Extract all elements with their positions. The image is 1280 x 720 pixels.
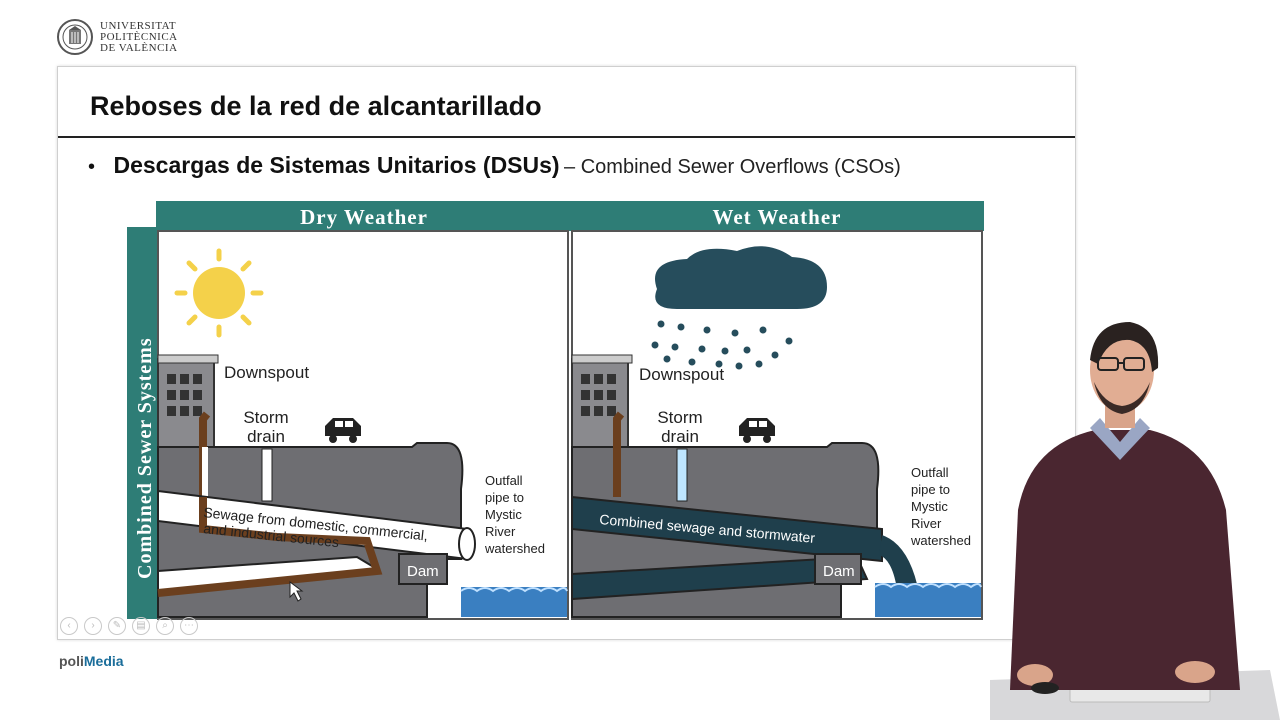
sun-icon (174, 248, 264, 338)
wet-outfall-2: pipe to (911, 482, 950, 497)
university-logo: UNIVERSITAT POLITÈCNICA DE VALÈNCIA (56, 18, 178, 56)
logo-line-3: DE VALÈNCIA (100, 41, 178, 54)
dry-outfall-4: River (485, 524, 516, 539)
presenter-body (1010, 430, 1240, 690)
side-label-bar (127, 227, 157, 619)
wet-combined-pipe (571, 495, 883, 563)
dry-outfall-1: Outfall (485, 473, 523, 488)
wet-outfall-4: River (911, 516, 942, 531)
header-bar (156, 201, 984, 231)
bullet-light-text: Combined Sewer Overflows (CSOs) (580, 156, 901, 178)
dry-dam-label: Dam (407, 563, 439, 580)
wet-building-icon (571, 354, 633, 448)
title-divider (58, 136, 1075, 138)
mouse-icon (1031, 682, 1059, 694)
dry-storm-drain (261, 448, 273, 502)
dry-weather-header: Dry Weather (300, 205, 428, 229)
wet-weather-header: Wet Weather (712, 205, 841, 229)
dry-storm-label-2: drain (247, 427, 285, 446)
presenter-left-hand (1017, 664, 1053, 686)
wet-overflow (879, 535, 917, 589)
wet-waves (874, 583, 982, 589)
wet-outfall-1: Outfall (911, 465, 949, 480)
more-icon[interactable]: ⋯ (180, 617, 198, 635)
slides-icon[interactable]: ▤ (132, 617, 150, 635)
rain-icon (651, 320, 793, 370)
brand-part-2: Media (83, 653, 124, 669)
presenter-figure (990, 322, 1280, 720)
bullet-strong-text: Descargas de Sistemas Unitarios (DSUs) (113, 152, 560, 178)
dry-dam (398, 553, 448, 585)
slide-nav-controls: ‹ › ✎ ▤ ⌕ ⋯ (60, 617, 198, 635)
dry-waves (460, 587, 568, 593)
side-label: Combined Sewer Systems (134, 337, 156, 579)
prev-icon[interactable]: ‹ (60, 617, 78, 635)
dry-outfall-2: pipe to (485, 490, 524, 505)
slide-bullet: • Descargas de Sistemas Unitarios (DSUs)… (88, 152, 901, 179)
car-icon (325, 418, 361, 443)
wet-water (875, 583, 981, 617)
wet-storm-drain (676, 448, 688, 502)
polimedia-logo: poliMedia (59, 653, 124, 669)
wet-dam-label: Dam (823, 563, 855, 580)
next-icon[interactable]: › (84, 617, 102, 635)
wet-storm-label-1: Storm (657, 408, 702, 427)
wet-outfall-5: watershed (910, 533, 971, 548)
presenter-collar (1090, 418, 1150, 460)
dry-storm-label-1: Storm (243, 408, 288, 427)
wet-storm-label-2: drain (661, 427, 699, 446)
keyboard-icon (1069, 687, 1211, 703)
bullet-symbol: • (88, 156, 96, 178)
slide-title: Reboses de la red de alcantarillado (90, 91, 542, 121)
zoom-icon[interactable]: ⌕ (156, 617, 174, 635)
university-seal-icon (57, 19, 93, 55)
logo-line-2: POLITÈCNICA (100, 30, 178, 43)
dry-sewage-flow (157, 497, 383, 597)
wet-lower-pipe (571, 555, 869, 601)
wet-downspout-pipe (613, 411, 625, 497)
wet-downspout-label: Downspout (639, 365, 724, 384)
wet-car-icon (739, 418, 775, 443)
logo-line-1: UNIVERSITAT (100, 19, 177, 32)
dry-downspout-label: Downspout (224, 363, 309, 382)
cloud-icon (655, 246, 827, 309)
dry-downspout-channel (202, 447, 208, 499)
glasses-icon (1097, 357, 1145, 371)
dry-outfall-3: Mystic (485, 507, 522, 522)
presenter-right-hand (1175, 661, 1215, 683)
dry-pipe-end (458, 527, 476, 561)
cso-diagram: Combined Sewer Systems Dry Weather Wet W… (127, 199, 985, 629)
dry-water (461, 587, 567, 617)
bullet-dash: – (564, 156, 581, 178)
presenter-beard (1094, 382, 1150, 414)
wet-dam (814, 553, 862, 585)
mouse-cursor-icon (289, 581, 304, 602)
edit-icon[interactable]: ✎ (108, 617, 126, 635)
brand-part-1: poli (59, 653, 84, 669)
building-icon (157, 354, 219, 448)
wet-outfall-3: Mystic (911, 499, 948, 514)
dry-outfall-5: watershed (484, 541, 545, 556)
presenter-hair (1090, 322, 1159, 372)
